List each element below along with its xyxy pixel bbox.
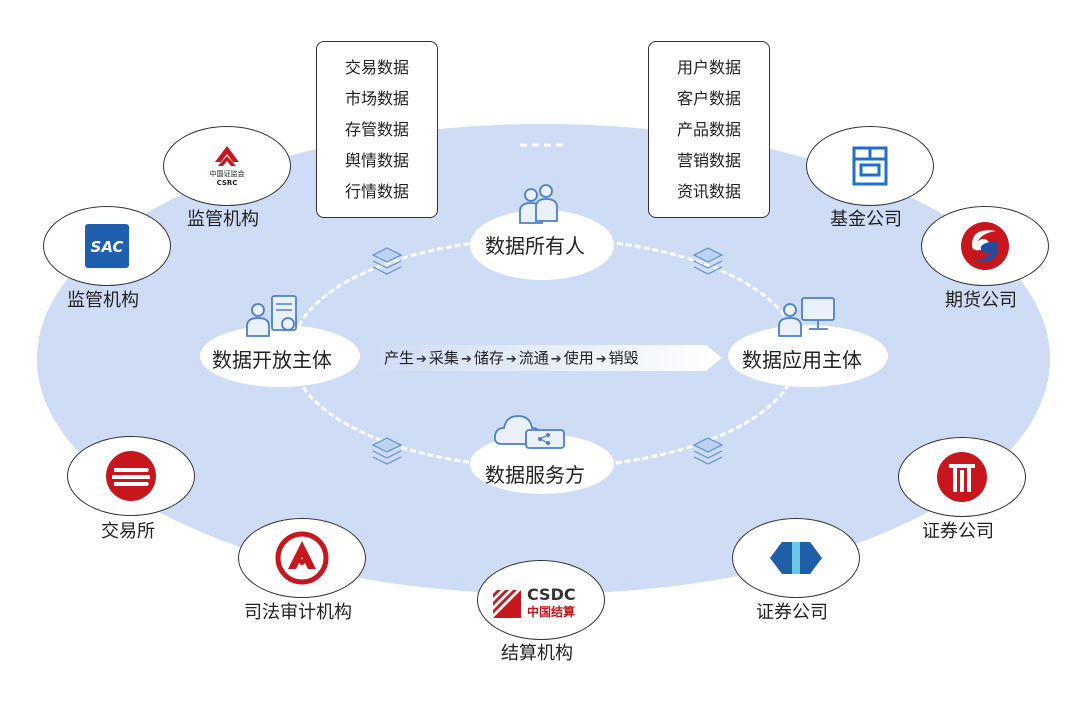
securities-b-logo-oval [898, 437, 1026, 517]
securities-a-logo-oval [732, 518, 860, 598]
layers-icon [692, 247, 724, 275]
csrc-logo: 中国证监会 CSRC [210, 146, 245, 187]
flow-step: 产生 [384, 349, 415, 367]
sac-logo: SAC [85, 224, 129, 268]
data-type-item: 行情数据 [344, 182, 409, 201]
judicial-logo-oval [238, 518, 366, 598]
flow-step: 使用 [563, 349, 594, 367]
people-icon [519, 184, 558, 224]
data-type-item: 营销数据 [676, 151, 741, 170]
fund-logo-oval [806, 126, 934, 206]
org-label-securities-b: 证券公司 [922, 521, 994, 542]
org-label-exchange: 交易所 [101, 521, 155, 542]
data-type-item: 舆情数据 [344, 151, 409, 170]
arrow-right-icon: ➔ [595, 352, 607, 367]
flow-step: 采集 [428, 349, 459, 367]
org-label-futures: 期货公司 [945, 290, 1017, 311]
sac-logo-text: SAC [91, 238, 124, 256]
layers-icon [371, 437, 403, 465]
person-computer-icon [778, 297, 835, 337]
futures-logo [961, 222, 1009, 270]
csdc-logo-en: CSDC [527, 585, 576, 604]
csrc-logo-en: CSRC [217, 179, 238, 187]
ellipsis-dashes [520, 143, 564, 147]
app-subject-label: 数据应用主体 [742, 348, 862, 372]
data-type-item: 存管数据 [344, 120, 409, 139]
open-node-bg [200, 325, 360, 387]
csrc-logo-oval: 中国证监会 CSRC [163, 126, 291, 206]
app-node-bg [728, 325, 888, 387]
layers-icon [692, 437, 724, 465]
data-type-item: 客户数据 [676, 89, 741, 108]
data-types-card-right: 用户数据 客户数据 产品数据 营销数据 资讯数据 [648, 41, 770, 218]
exchange-logo [106, 451, 156, 501]
org-label-csrc: 监管机构 [187, 209, 259, 230]
futures-logo-oval [921, 206, 1049, 286]
owner-label: 数据所有人 [485, 234, 585, 258]
data-type-item: 用户数据 [676, 58, 741, 77]
flow-step: 流通 [518, 349, 549, 367]
org-label-judicial: 司法审计机构 [244, 602, 352, 623]
data-type-item: 产品数据 [676, 120, 741, 139]
securities-b-logo [937, 452, 987, 502]
open-subject-label: 数据开放主体 [212, 348, 332, 372]
person-server-icon [246, 295, 297, 337]
flow-step: 销毁 [608, 349, 639, 367]
fund-logo [852, 146, 888, 186]
cloud-storage-icon [493, 415, 565, 449]
csdc-logo-cn: 中国结算 [527, 604, 575, 619]
service-label: 数据服务方 [485, 463, 585, 487]
sac-logo-oval: SAC [43, 206, 171, 286]
org-label-sac: 监管机构 [67, 290, 139, 311]
csdc-logo-oval: CSDC 中国结算 [477, 560, 605, 640]
flow-steps: 产生➔采集➔储存➔流通➔使用➔销毁 [384, 347, 639, 368]
data-type-item: 交易数据 [344, 58, 409, 77]
arrow-right-icon: ➔ [416, 352, 427, 367]
csrc-logo-cn: 中国证监会 [210, 169, 245, 178]
lifecycle-flow: 产生➔采集➔储存➔流通➔使用➔销毁 [372, 343, 724, 373]
org-label-fund: 基金公司 [830, 209, 902, 230]
data-type-item: 资讯数据 [676, 182, 741, 201]
layers-icon [371, 247, 403, 275]
arrow-right-icon: ➔ [460, 352, 472, 367]
arrow-right-icon: ➔ [505, 352, 517, 367]
exchange-logo-oval [67, 436, 195, 516]
arrow-right-icon: ➔ [550, 352, 562, 367]
csdc-logo: CSDC 中国结算 [493, 585, 576, 619]
flow-arrow-bg [372, 345, 722, 371]
judicial-logo [275, 531, 329, 585]
flow-step: 储存 [473, 349, 504, 367]
data-type-item: 市场数据 [344, 89, 409, 108]
data-types-card-left: 交易数据 市场数据 存管数据 舆情数据 行情数据 [316, 41, 438, 218]
securities-a-logo [770, 542, 822, 574]
org-label-securities-a: 证券公司 [756, 602, 828, 623]
org-label-clearing: 结算机构 [501, 643, 573, 664]
